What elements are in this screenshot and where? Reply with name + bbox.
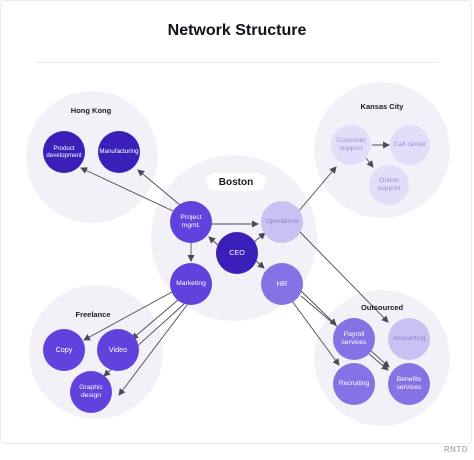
node-manufacturing bbox=[98, 131, 140, 173]
diagram-frame bbox=[0, 0, 472, 444]
arrow-pm-to-manufacturing bbox=[137, 169, 181, 206]
arrow-marketing-to-video bbox=[131, 299, 179, 340]
arrow-ceo-to-operations bbox=[253, 232, 266, 243]
arrow-operations-to-customer-support bbox=[297, 166, 337, 213]
connectors bbox=[80, 141, 390, 396]
region-label-kansas-city: Kansas City bbox=[360, 101, 404, 111]
node-product-development bbox=[43, 131, 85, 173]
node-online-support bbox=[369, 165, 409, 205]
region-hong-kong bbox=[26, 91, 158, 223]
arrow-ceo-to-hr bbox=[255, 260, 265, 269]
node-graphic-design bbox=[70, 371, 112, 413]
watermark-logo: RNTD bbox=[443, 445, 468, 454]
node-project-mgmt bbox=[170, 201, 212, 243]
region-label-hong-kong: Hong Kong bbox=[70, 105, 112, 115]
arrow-ceo-to-pm bbox=[208, 236, 220, 247]
node-call-center bbox=[390, 125, 430, 165]
node-accounting bbox=[388, 318, 430, 360]
node-operations bbox=[261, 201, 303, 243]
arrow-customer-support-to-online-support bbox=[365, 157, 374, 168]
title-divider bbox=[36, 62, 438, 63]
node-hr bbox=[261, 263, 303, 305]
node-copy bbox=[43, 329, 85, 371]
arrow-marketing-to-copy bbox=[83, 291, 173, 341]
arrow-payroll-to-benefits bbox=[369, 349, 390, 368]
arrow-hr-to-payroll bbox=[299, 289, 337, 326]
region-freelance bbox=[29, 285, 163, 419]
arrow-operations-to-accounting bbox=[299, 231, 389, 323]
diagram-title: Network Structure bbox=[167, 22, 307, 39]
node-benefits-services bbox=[388, 363, 430, 405]
node-video bbox=[97, 329, 139, 371]
node-payroll-services bbox=[333, 318, 375, 360]
node-ceo bbox=[216, 232, 258, 274]
arrow-marketing-to-graphic-design-2 bbox=[118, 304, 188, 396]
node-marketing bbox=[170, 263, 212, 305]
region-label-outsourced: Outsourced bbox=[360, 302, 404, 312]
region-label-boston: Boston bbox=[206, 173, 266, 191]
node-customer-support bbox=[331, 125, 371, 165]
region-kansas-city bbox=[314, 82, 450, 218]
node-recruiting bbox=[333, 363, 375, 405]
arrow-pm-to-product-development bbox=[80, 167, 174, 212]
arrow-hr-to-recruiting bbox=[291, 300, 340, 366]
region-label-freelance: Freelance bbox=[75, 309, 111, 319]
